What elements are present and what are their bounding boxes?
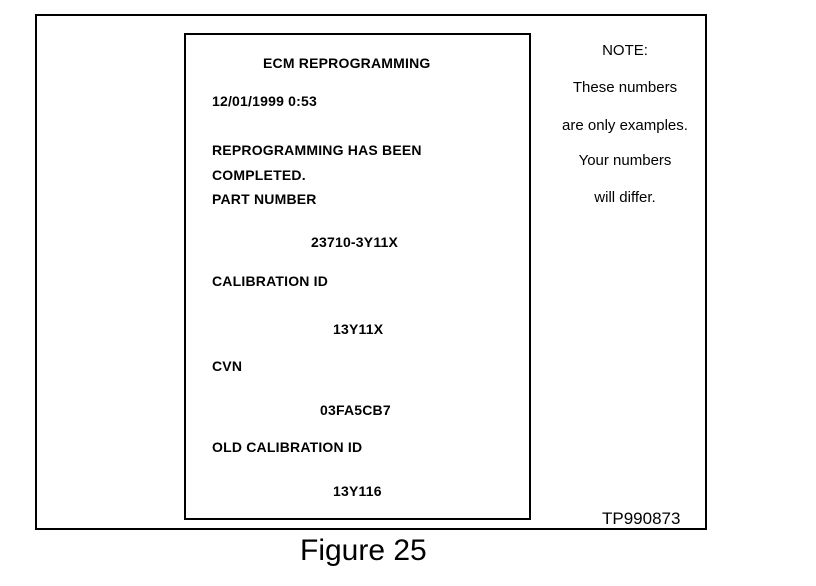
- part-number-label: PART NUMBER: [212, 191, 317, 207]
- note-line-3: Your numbers: [578, 152, 672, 169]
- printout-status-line1: REPROGRAMMING HAS BEEN: [212, 142, 422, 158]
- part-number-value: 23710-3Y11X: [311, 234, 399, 250]
- figure-frame: [35, 14, 707, 530]
- calibration-id-label: CALIBRATION ID: [212, 273, 329, 289]
- old-calibration-id-value: 13Y116: [333, 483, 382, 499]
- calibration-id-value: 13Y11X: [333, 321, 384, 337]
- note-line-1: These numbers: [572, 79, 678, 96]
- note-heading: NOTE:: [602, 42, 648, 59]
- printout-datetime: 12/01/1999 0:53: [212, 93, 317, 109]
- cvn-value: 03FA5CB7: [320, 402, 391, 418]
- printout-title: ECM REPROGRAMMING: [263, 55, 431, 71]
- ecm-printout: [184, 33, 531, 520]
- tp-code: TP990873: [602, 509, 681, 528]
- old-calibration-id-label: OLD CALIBRATION ID: [212, 439, 363, 455]
- printout-status-line2: COMPLETED.: [212, 167, 306, 183]
- note-line-4: will differ.: [594, 189, 656, 206]
- cvn-label: CVN: [212, 358, 243, 374]
- figure-caption: Figure 25: [300, 534, 427, 567]
- note-line-2: are only examples.: [562, 117, 688, 134]
